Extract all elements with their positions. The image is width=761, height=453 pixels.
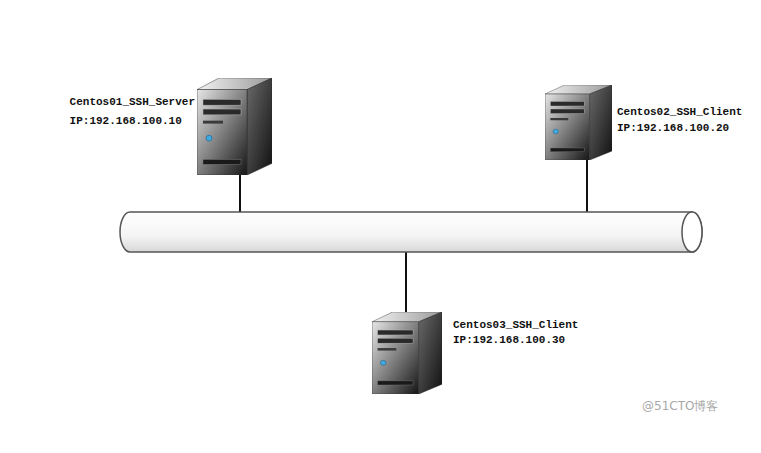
server-icon	[197, 78, 272, 175]
server-caption: Centos02_SSH_ClientIP:192.168.100.20	[617, 104, 742, 136]
bus-end	[682, 212, 702, 252]
server-caption: Centos01_SSH_ServerIP:192.168.100.10	[70, 93, 195, 131]
server-node: Centos02_SSH_ClientIP:192.168.100.20	[545, 85, 612, 160]
watermark: @51CTO博客	[642, 398, 718, 415]
server-node: Centos03_SSH_ClientIP:192.168.100.30	[372, 312, 442, 394]
server-node: Centos01_SSH_ServerIP:192.168.100.10	[197, 78, 272, 175]
host-name: Centos03_SSH_Client	[453, 318, 578, 333]
ip-address: IP:192.168.100.10	[70, 112, 195, 131]
host-name: Centos02_SSH_Client	[617, 104, 742, 120]
drop-line	[239, 175, 241, 213]
ip-address: IP:192.168.100.30	[453, 333, 578, 348]
drop-line	[586, 160, 588, 213]
server-icon	[372, 312, 442, 394]
ip-address: IP:192.168.100.20	[617, 120, 742, 136]
drop-line	[405, 251, 407, 312]
server-caption: Centos03_SSH_ClientIP:192.168.100.30	[453, 318, 578, 348]
server-icon	[545, 85, 612, 160]
host-name: Centos01_SSH_Server	[70, 93, 195, 112]
network-bus	[120, 212, 702, 252]
